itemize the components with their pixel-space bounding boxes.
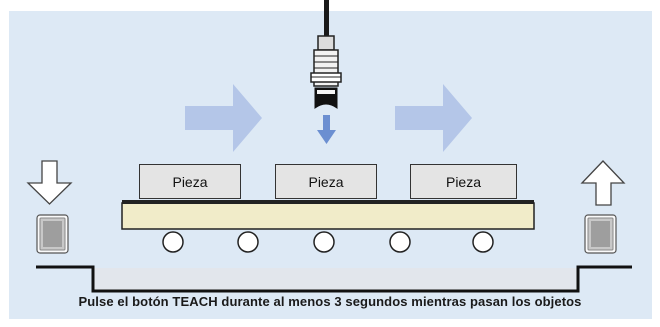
sensor-icon [310,35,342,109]
up-arrow-icon [580,160,626,206]
piece-box: Pieza [275,164,377,199]
flow-arrow-icon [395,84,472,152]
machine-base [93,268,578,290]
conveyor-belt [121,200,535,230]
detection-arrow-icon [317,115,336,144]
flow-arrow-icon [185,84,262,152]
floor-line [36,265,632,293]
teach-button-left [36,214,69,254]
piece-box: Pieza [410,164,517,199]
down-arrow-icon [26,160,73,205]
conveyor-rollers [162,231,494,253]
sensor-cable [324,0,329,36]
piece-box: Pieza [139,164,241,199]
caption-text: Pulse el botón TEACH durante al menos 3 … [78,294,582,309]
teach-button-right [584,214,617,254]
